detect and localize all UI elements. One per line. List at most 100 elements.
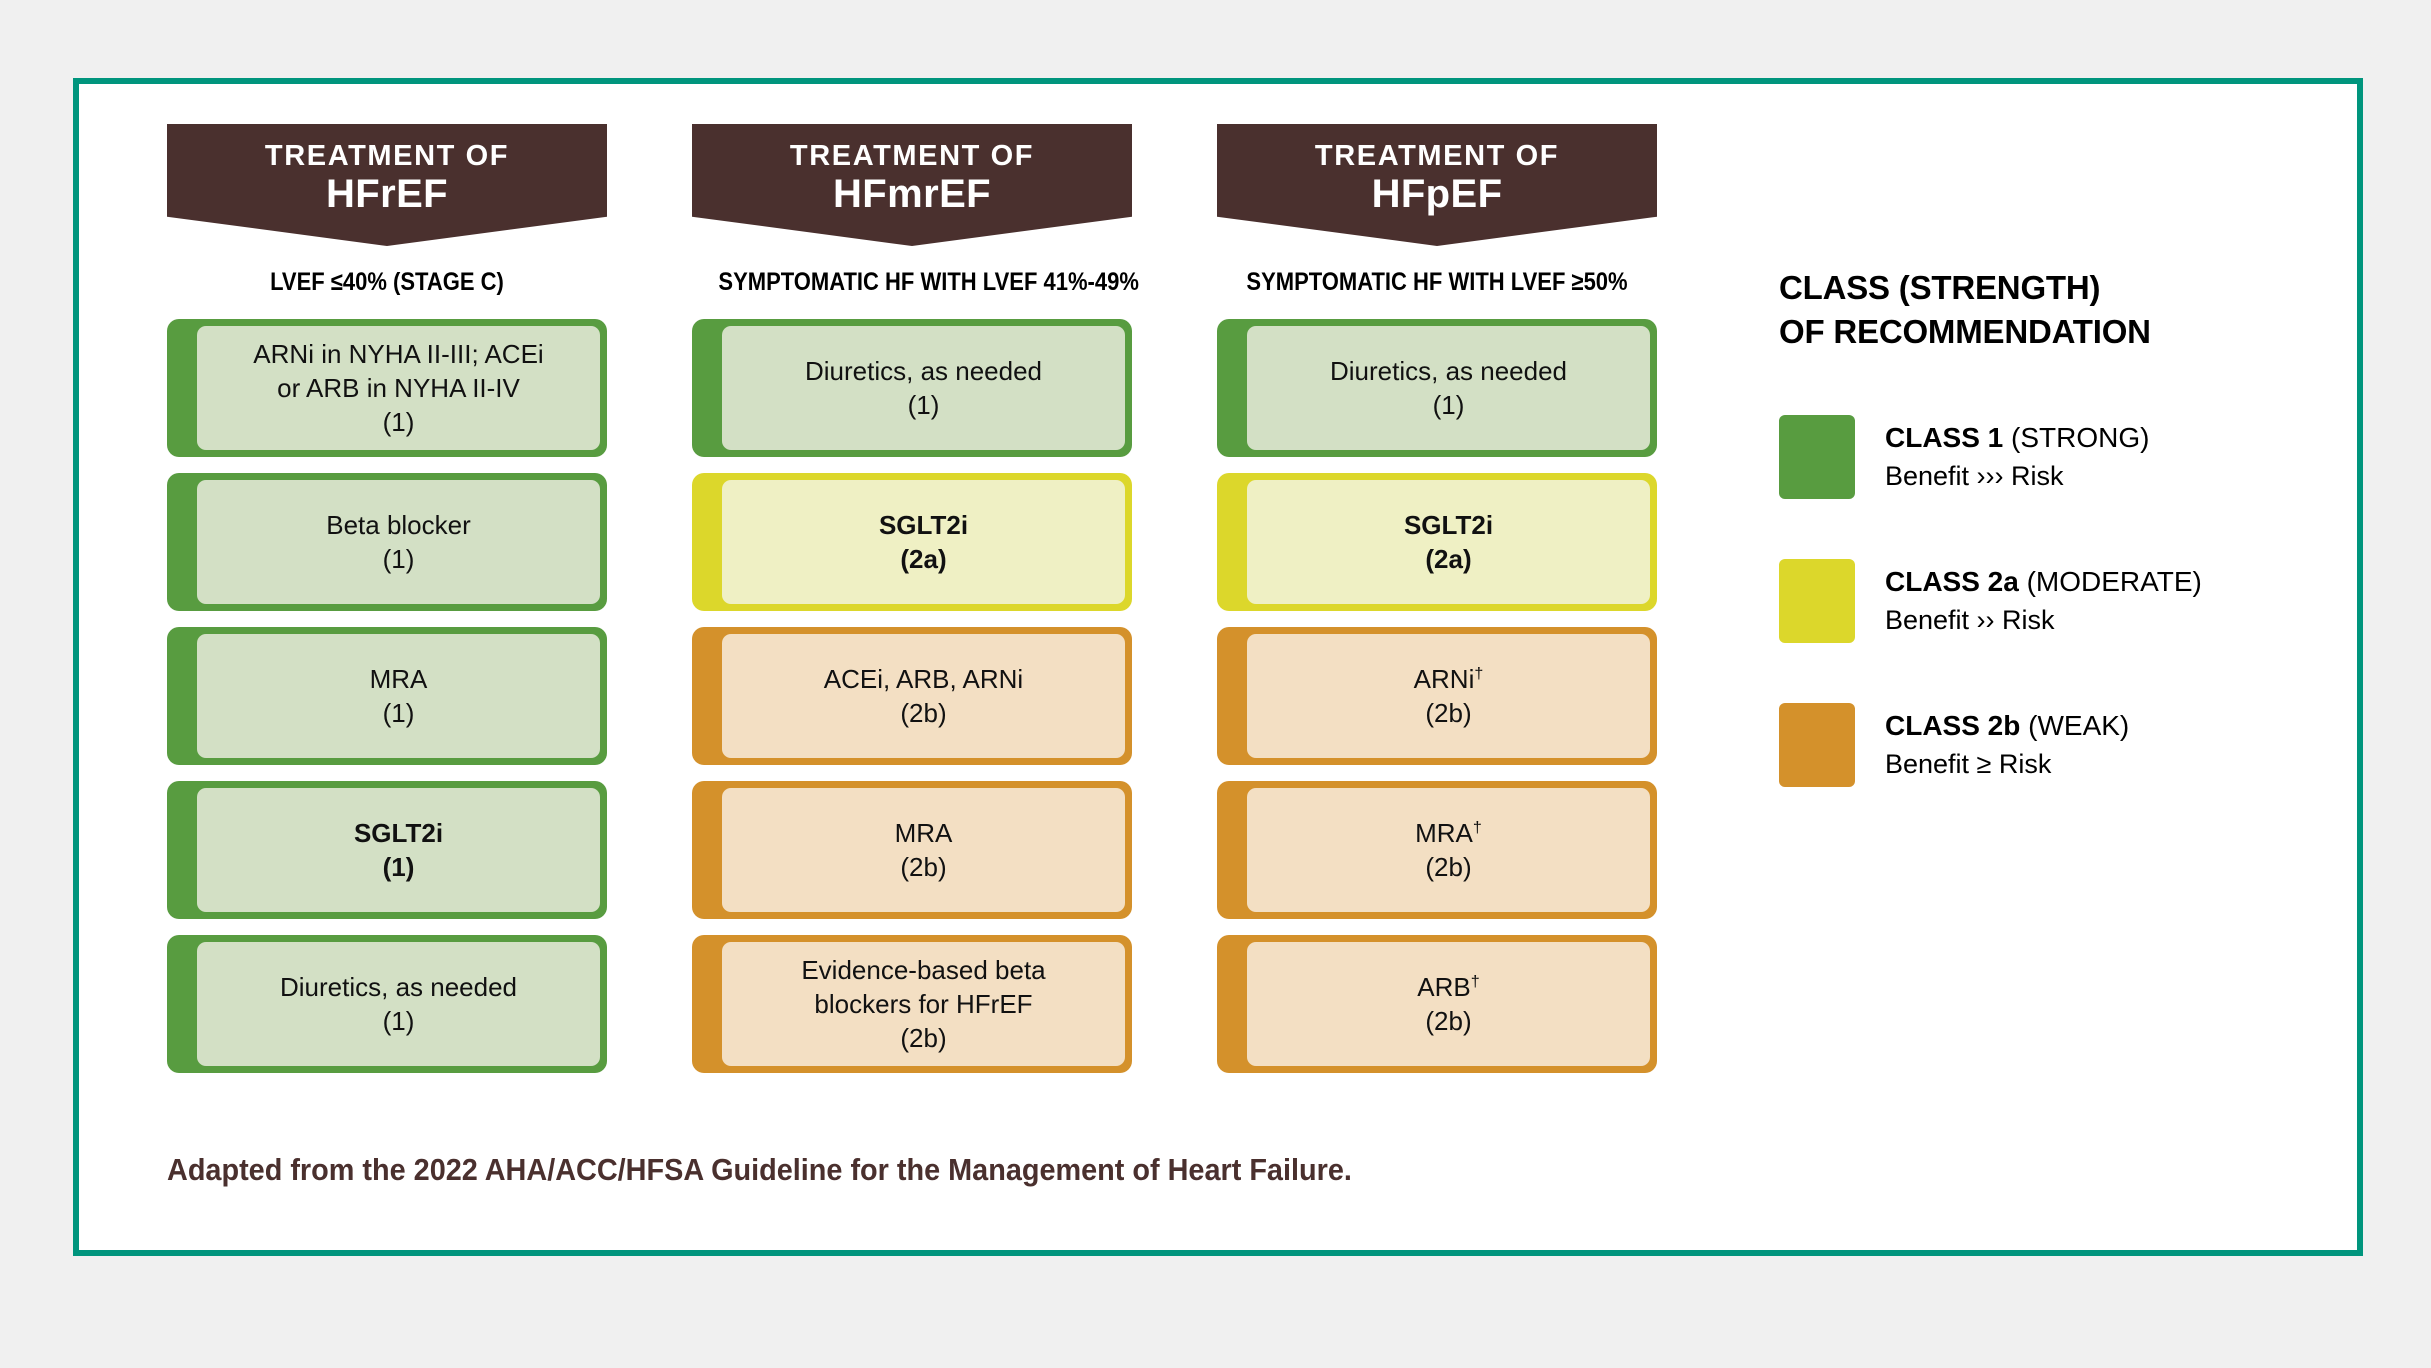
legend-strength-qualifier: (WEAK) — [2028, 710, 2130, 742]
treatment-text: ACEi, ARB, ARNi (2b) — [824, 662, 1023, 731]
legend-title-line2: OF RECOMMENDATION — [1779, 312, 2151, 350]
treatment-box-inner: SGLT2i(2a) — [722, 480, 1125, 604]
legend-class-line: CLASS 2a (MODERATE) — [1885, 563, 2202, 602]
banner-eyebrow: TREATMENT OF — [1314, 140, 1560, 172]
recommendation-class-label: (1) — [382, 544, 415, 574]
legend-class-line: CLASS 1 (STRONG) — [1885, 419, 2149, 458]
banner-eyebrow: TREATMENT OF — [789, 140, 1035, 172]
dagger-footnote-marker: † — [1472, 818, 1482, 837]
treatment-name: MRA — [894, 817, 953, 848]
legend-color-swatch — [1779, 559, 1855, 644]
treatment-box-inner: MRA (1) — [197, 634, 600, 758]
column-subtitle: SYMPTOMATIC HF WITH LVEF ≥50% — [1246, 268, 1628, 296]
recommendation-class-label: (1) — [382, 698, 415, 728]
treatment-box-inner: MRA(2b) — [722, 788, 1125, 912]
treatment-name-line2: or ARB in NYHA II-IV — [277, 372, 520, 403]
treatment-box-list: Diuretics, as needed(1)SGLT2i(2a)ARNi†(2… — [1217, 319, 1657, 1073]
treatment-box: Beta blocker (1) — [167, 473, 607, 611]
treatment-name: ACEi, ARB, ARNi — [823, 663, 1024, 694]
treatment-name: ARNi in NYHA II-III; ACEi — [253, 338, 544, 369]
legend-color-swatch — [1779, 415, 1855, 500]
treatment-text: SGLT2i (1) — [354, 816, 443, 885]
class-legend: CLASS (STRENGTH) OF RECOMMENDATION CLASS… — [1779, 266, 2319, 847]
column-subtitle: LVEF ≤40% (STAGE C) — [270, 268, 504, 296]
column-subtitle: SYMPTOMATIC HF WITH LVEF 41%-49% — [718, 268, 1139, 296]
treatment-name: Diuretics, as needed — [804, 355, 1043, 386]
legend-item: CLASS 1 (STRONG)Benefit ››› Risk — [1779, 415, 2319, 500]
treatment-box: ARNi†(2b) — [1217, 627, 1657, 765]
treatment-name: SGLT2i — [878, 509, 969, 540]
treatment-box: Diuretics, as needed(1) — [692, 319, 1132, 457]
treatment-name: SGLT2i — [353, 817, 444, 848]
treatment-name: Beta blocker — [326, 509, 471, 540]
legend-strength-qualifier: (MODERATE) — [2026, 566, 2202, 598]
treatment-text: MRA (1) — [370, 662, 428, 731]
dagger-footnote-marker: † — [1470, 972, 1480, 991]
treatment-box-inner: Diuretics, as needed (1) — [1247, 326, 1650, 450]
recommendation-class-label: (1) — [382, 1006, 415, 1036]
treatment-box: SGLT2i(2a) — [692, 473, 1132, 611]
treatment-name: MRA — [369, 663, 428, 694]
recommendation-class-label: (1) — [1432, 390, 1465, 420]
legend-class-name: CLASS 2a — [1885, 566, 2019, 598]
recommendation-class-label: (2a) — [1425, 544, 1472, 574]
treatment-name: MRA — [1415, 817, 1473, 848]
treatment-text: Beta blocker (1) — [326, 508, 471, 577]
treatment-box-inner: ARB† (2b) — [1247, 942, 1650, 1066]
treatment-text: Diuretics, as needed (1) — [280, 970, 517, 1039]
treatment-box: ARB† (2b) — [1217, 935, 1657, 1073]
treatment-box-list: Diuretics, as needed(1) SGLT2i(2a) ACEi, A… — [692, 319, 1132, 1073]
legend-item: CLASS 2b (WEAK) Benefit ≥ Risk — [1779, 703, 2319, 788]
legend-class-name: CLASS 2b — [1885, 710, 2021, 742]
treatment-box-inner: SGLT2i (2a) — [1247, 480, 1650, 604]
treatment-text: ARB† (2b) — [1417, 970, 1479, 1039]
treatment-box: MRA (1) — [167, 627, 607, 765]
treatment-name: Evidence-based beta — [801, 954, 1046, 985]
treatment-name: ARNi — [1413, 663, 1475, 694]
recommendation-class-label: (2b) — [1425, 698, 1472, 728]
recommendation-class-label: (2b) — [1425, 1006, 1472, 1036]
treatment-box-inner: ARNi†(2b) — [1247, 634, 1650, 758]
banner-heading: HFpEF — [1371, 172, 1503, 217]
banner-eyebrow: TREATMENT OF — [264, 140, 510, 172]
recommendation-class-label: (2b) — [900, 698, 947, 728]
treatment-name: SGLT2i — [1403, 509, 1494, 540]
recommendation-class-label: (1) — [382, 407, 415, 438]
treatment-box-inner: ACEi, ARB, ARNi (2b) — [722, 634, 1125, 758]
legend-color-swatch — [1779, 703, 1855, 788]
recommendation-class-label: (1) — [382, 852, 415, 882]
treatment-text: MRA(2b) — [895, 816, 953, 885]
treatment-text: Diuretics, as needed (1) — [1330, 354, 1567, 423]
treatment-name-line2: blockers for HFrEF — [814, 988, 1033, 1019]
treatment-name: Diuretics, as needed — [279, 971, 518, 1002]
treatment-box: SGLT2i (1) — [167, 781, 607, 919]
treatment-box-inner: Beta blocker (1) — [197, 480, 600, 604]
legend-text-block: CLASS 2a (MODERATE)Benefit ›› Risk — [1885, 559, 2202, 639]
treatment-box: SGLT2i (2a) — [1217, 473, 1657, 611]
treatment-box-inner: Diuretics, as needed(1) — [722, 326, 1125, 450]
treatment-box: MRA(2b) — [692, 781, 1132, 919]
treatment-name: ARB — [1417, 971, 1471, 1002]
legend-benefit-risk: Benefit ≥ Risk — [1885, 748, 2052, 779]
treatment-box-inner: SGLT2i (1) — [197, 788, 600, 912]
treatment-box: MRA†(2b) — [1217, 781, 1657, 919]
treatment-text: MRA†(2b) — [1415, 816, 1482, 885]
banner-heading: HFrEF — [326, 172, 448, 217]
treatment-box: ACEi, ARB, ARNi (2b) — [692, 627, 1132, 765]
treatment-box-inner: Diuretics, as needed (1) — [197, 942, 600, 1066]
treatment-name: Diuretics, as needed — [1329, 355, 1568, 386]
